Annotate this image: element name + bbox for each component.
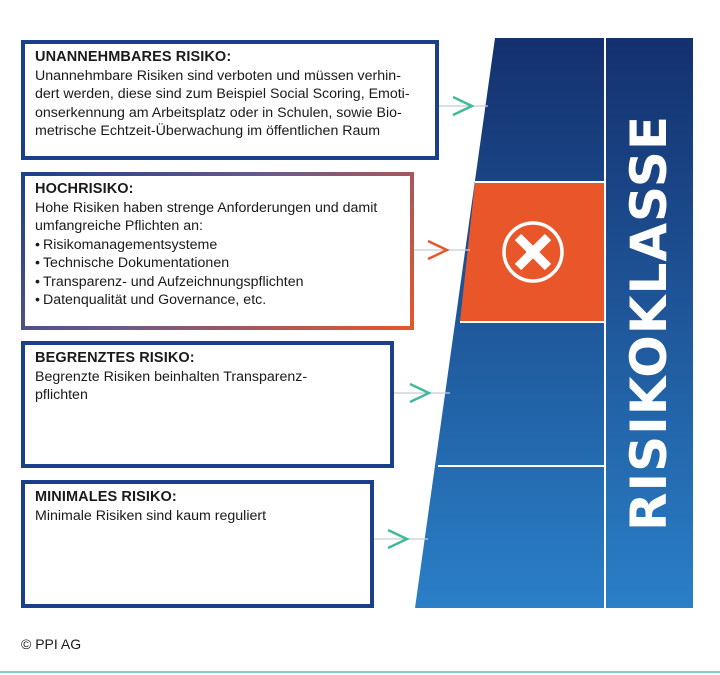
high-risk-box: HOCHRISIKO: Hohe Risiken haben strenge A… (21, 172, 414, 330)
box-title: BEGRENZTES RISIKO: (35, 350, 195, 366)
risk-class-label-area: RISIKOKLASSE (605, 38, 693, 608)
list-item: Datenqualität und Governance, etc. (35, 291, 400, 310)
box-text-line: dert werden, diese sind zum Beispiel Soc… (35, 86, 410, 102)
connector-arrow-2 (414, 239, 470, 261)
list-item: Risikomanagementsysteme (35, 236, 400, 255)
unacceptable-risk-box: UNANNEHMBARES RISIKO: Unannehmbare Risik… (21, 40, 439, 160)
box-title: HOCHRISIKO: (35, 181, 134, 197)
copyright-footer: © PPI AG (21, 636, 82, 652)
connector-arrow-4 (374, 528, 428, 550)
x-circle-icon (502, 221, 564, 283)
limited-risk-box: BEGRENZTES RISIKO: Begrenzte Risiken bei… (21, 341, 394, 468)
footer-divider (0, 671, 720, 673)
box-text-line: Hohe Risiken haben strenge Anforderungen… (35, 199, 378, 216)
list-item: Technische Dokumentationen (35, 254, 400, 273)
box-text-line: onserkennung am Arbeitsplatz oder in Sch… (35, 104, 402, 121)
box-text-line: Begrenzte Risiken beinhalten Transparenz… (35, 368, 308, 385)
list-item: Transparenz- und Aufzeichnungspflichten (35, 273, 400, 292)
connector-arrow-3 (394, 382, 450, 404)
minimal-risk-box: MINIMALES RISIKO: Minimale Risiken sind … (21, 480, 374, 608)
box-title: MINIMALES RISIKO: (35, 489, 177, 505)
box-text-line: Minimale Risiken sind kaum reguliert (35, 507, 267, 524)
box-text-line: metrische Echtzeit-Überwachung im öffent… (35, 123, 381, 139)
requirements-list: Risikomanagementsysteme Technische Dokum… (35, 236, 400, 310)
box-text-line: umfangreiche Pflichten an: (35, 218, 203, 234)
box-text-line: pflichten (35, 387, 88, 403)
box-title: UNANNEHMBARES RISIKO: (35, 49, 232, 65)
risk-class-label: RISIKOKLASSE (620, 115, 678, 531)
box-text-line: Unannehmbare Risiken sind verboten und m… (35, 67, 401, 84)
connector-arrow-1 (439, 95, 488, 117)
